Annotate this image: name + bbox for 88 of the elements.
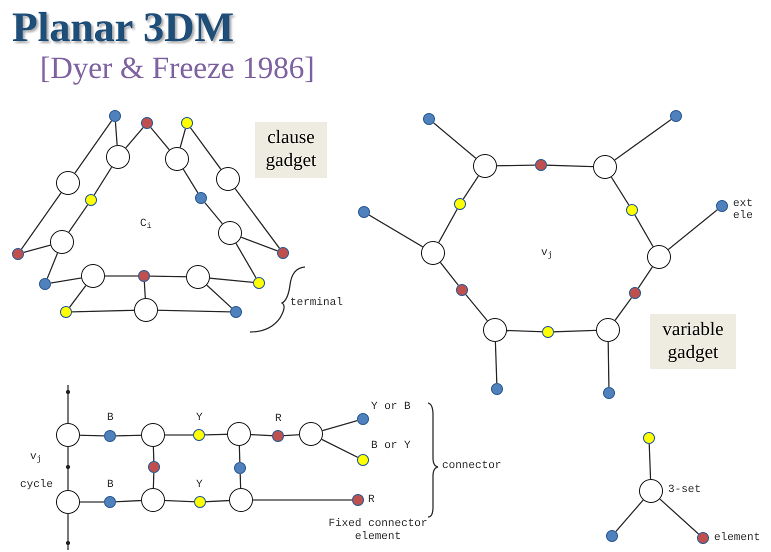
- graph-edge: [94, 166, 112, 196]
- diagram-label: Y: [196, 412, 203, 425]
- graph-edge: [114, 122, 118, 146]
- graph-edge: [321, 438, 358, 458]
- graph-edge: [72, 310, 134, 312]
- graph-edge: [74, 120, 112, 174]
- diagram-label: connector: [442, 460, 502, 473]
- graph-edge: [204, 202, 223, 224]
- label-box: clause gadget: [255, 122, 327, 178]
- graph-edge: [150, 275, 186, 278]
- diagram-label: Y or B: [371, 401, 411, 414]
- graph-edge: [368, 214, 424, 248]
- graph-edge: [284, 434, 300, 436]
- graph-edge: [80, 501, 104, 503]
- graph-edge: [190, 127, 222, 170]
- graph-edge: [204, 434, 228, 436]
- graph-edge: [164, 500, 194, 502]
- diagram-label: C$_{i}$: [140, 218, 152, 231]
- title: Planar 3DM: [12, 4, 234, 53]
- graph-edge: [165, 434, 193, 436]
- graph-edge: [322, 420, 358, 432]
- graph-edge: [234, 188, 280, 249]
- diagram-label: B: [107, 479, 114, 492]
- graph-edge: [116, 500, 142, 502]
- graph-edge: [116, 434, 142, 436]
- graph-edge: [438, 208, 458, 243]
- node-caption: element: [714, 532, 760, 544]
- graph-edge: [634, 214, 654, 247]
- graph-edge: [659, 498, 699, 534]
- graph-edge: [67, 514, 69, 550]
- graph-edge: [180, 128, 186, 148]
- graph-edge: [20, 192, 62, 250]
- graph-edge: [105, 275, 138, 277]
- graph-edge: [206, 284, 232, 308]
- node-caption: ext ele: [733, 198, 754, 222]
- graph-edge: [546, 164, 594, 168]
- graph-edge: [238, 446, 240, 462]
- graph-edge: [240, 474, 242, 488]
- diagram-label: v$_{j}$: [541, 247, 553, 260]
- graph-edge: [615, 500, 644, 532]
- diagram-label: v$_{j}$: [30, 451, 42, 464]
- graph-edge: [494, 342, 498, 384]
- diagram-label: B or Y: [371, 440, 411, 453]
- graph-edge: [46, 252, 58, 279]
- graph-edge: [610, 176, 630, 206]
- graph-edge: [496, 164, 536, 166]
- graph-edge: [80, 434, 104, 436]
- graph-edge: [614, 297, 632, 321]
- graph-edge: [69, 285, 86, 308]
- graph-edge: [440, 262, 459, 286]
- label-box: variable gadget: [650, 314, 736, 369]
- graph-edge: [462, 176, 479, 200]
- diagram-label: R: [275, 413, 282, 426]
- graph-edge: [68, 204, 88, 232]
- diagram-label: terminal: [290, 297, 343, 310]
- graph-edge: [182, 168, 198, 194]
- graph-edge: [253, 499, 352, 501]
- graph-edge: [433, 122, 476, 159]
- graph-edge: [614, 118, 672, 161]
- graph-edge: [608, 342, 610, 388]
- graph-edge: [648, 444, 652, 480]
- graph-edge: [638, 266, 653, 288]
- diagram-label: B: [107, 412, 114, 425]
- graph-edge: [554, 330, 596, 332]
- graph-edge: [210, 278, 254, 284]
- graph-edge: [668, 209, 718, 250]
- graph-edge: [206, 500, 230, 502]
- diagram-label: Fixed connector element: [327, 518, 429, 544]
- graph-edge: [506, 330, 542, 332]
- graph-edge: [150, 127, 170, 150]
- graph-edge: [50, 277, 82, 284]
- diagram-label: R: [368, 494, 375, 507]
- graph-edge: [67, 447, 69, 490]
- graph-edge: [125, 127, 144, 148]
- citation: [Dyer & Freeze 1986]: [40, 50, 315, 86]
- graph-edge: [67, 385, 69, 423]
- graph-edge: [241, 236, 278, 252]
- diagram-label: cycle: [20, 479, 54, 492]
- graph-edge: [144, 282, 146, 298]
- node-caption: 3-set: [668, 484, 702, 496]
- diagram-label: Y: [196, 479, 203, 492]
- graph-edge: [152, 472, 154, 488]
- graph-edge: [235, 243, 257, 278]
- graph-edge: [158, 310, 230, 313]
- graph-edge: [465, 294, 488, 322]
- graph-edge: [250, 434, 272, 436]
- graph-edge: [24, 244, 51, 254]
- graph-edge: [152, 446, 154, 462]
